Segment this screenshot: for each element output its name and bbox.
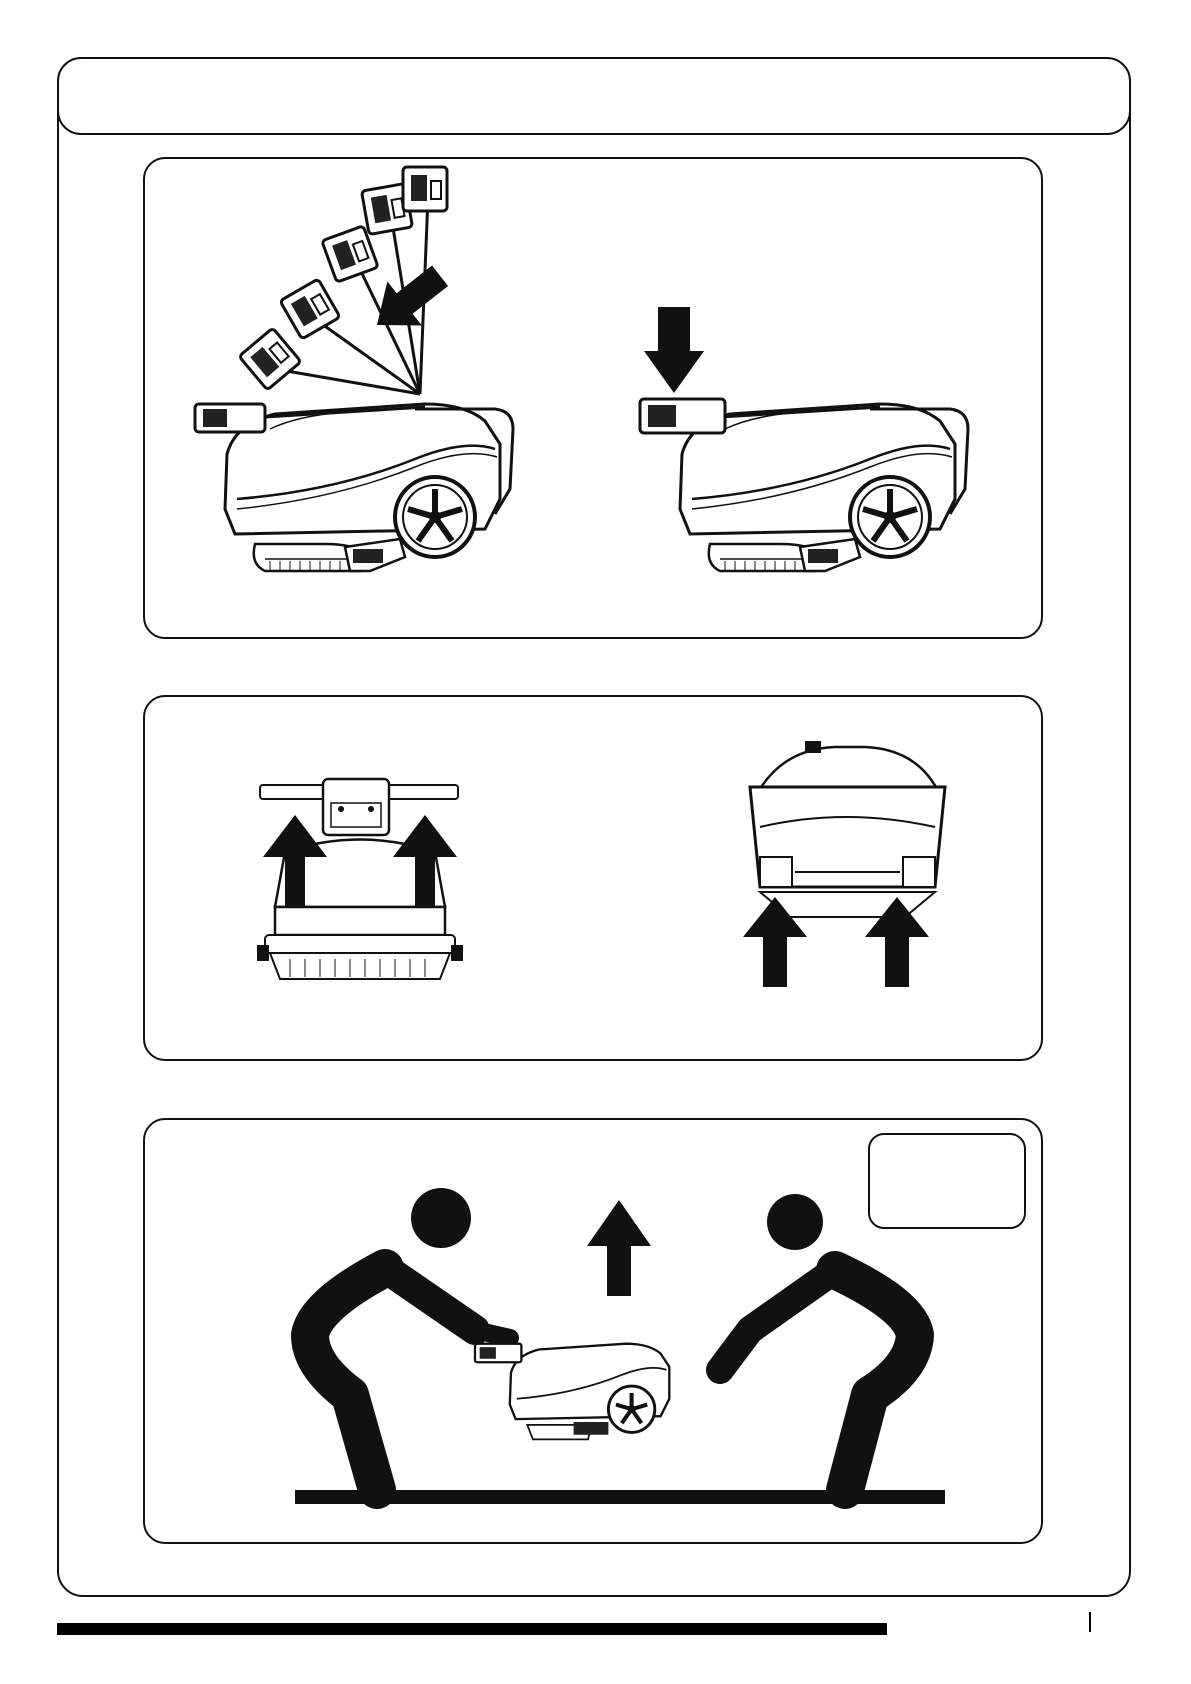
- machine-carried-illustration: [475, 1344, 669, 1440]
- two-person-lift-figure: [145, 1120, 1045, 1546]
- page-header: [57, 57, 1131, 135]
- person-lifting-icon: [310, 1188, 510, 1490]
- arrow-down-icon: [644, 307, 704, 393]
- arrow-up-icon: [587, 1200, 651, 1296]
- panel-two-person-lift: [143, 1118, 1043, 1544]
- panel-lifting-points: [143, 695, 1043, 1061]
- handle-folding-figures: [145, 159, 1045, 641]
- panel-handle-folding: [143, 157, 1043, 639]
- person-lifting-icon: [720, 1194, 915, 1490]
- machine-left-illustration: [195, 167, 513, 571]
- page-marker: [1089, 1612, 1091, 1632]
- lifting-points-figures: [145, 697, 1045, 1063]
- machine-right-illustration: [640, 399, 968, 571]
- footer-bar: [57, 1623, 887, 1635]
- machine-rear-view-illustration: [750, 741, 945, 917]
